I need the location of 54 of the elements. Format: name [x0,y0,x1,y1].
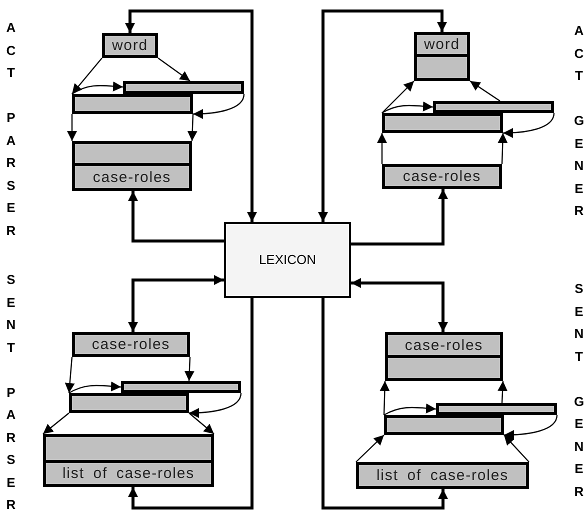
empty-box [433,101,554,113]
empty-box [43,434,214,463]
arrow [504,414,558,440]
arrow [498,380,508,404]
arrow [188,412,214,434]
arrow [504,434,530,462]
arrow [498,132,508,164]
arrow [184,356,194,382]
data-box: case-roles [72,163,192,191]
data-box: list of case-roles [356,462,529,489]
empty-box [414,54,470,81]
arrow [128,275,224,332]
vertical-label: SENT GENER [572,280,586,500]
arrow [187,114,198,142]
vertical-label: ACT PARSER [5,19,17,240]
data-box: case-roles [72,332,190,357]
lexicon-box: LEXICON [224,222,351,298]
vertical-label: SENT PARSER [5,271,17,514]
empty-box [436,403,557,415]
arrow [384,403,436,416]
empty-box [72,94,193,114]
arrow [68,381,122,394]
arrow [125,10,257,222]
arrow [158,58,190,82]
data-box: word [102,33,158,58]
arrow [64,356,75,394]
empty-box [384,415,504,435]
data-box: case-roles [382,164,502,189]
arrow [42,412,70,434]
arrow [470,80,500,102]
empty-box [123,81,244,94]
arrow [318,10,447,222]
empty-box [385,355,503,381]
data-box: list of case-roles [43,460,214,487]
arrow [351,278,448,332]
arrow [380,380,390,416]
arrow [192,94,245,119]
empty-box [69,393,189,413]
arrow [189,392,242,418]
arrow [382,101,434,114]
arrow [72,81,124,95]
arrow [377,133,387,164]
vertical-label: ACT GENER [572,22,586,220]
arrow [128,298,254,510]
arrow [356,434,384,462]
arrow [72,58,102,94]
arrow [322,298,448,510]
empty-box [121,381,241,393]
arrow [67,114,77,141]
arrow [382,80,414,114]
arrow [351,189,448,246]
empty-box [382,113,503,133]
arrow [128,191,224,242]
arrow [502,112,555,138]
